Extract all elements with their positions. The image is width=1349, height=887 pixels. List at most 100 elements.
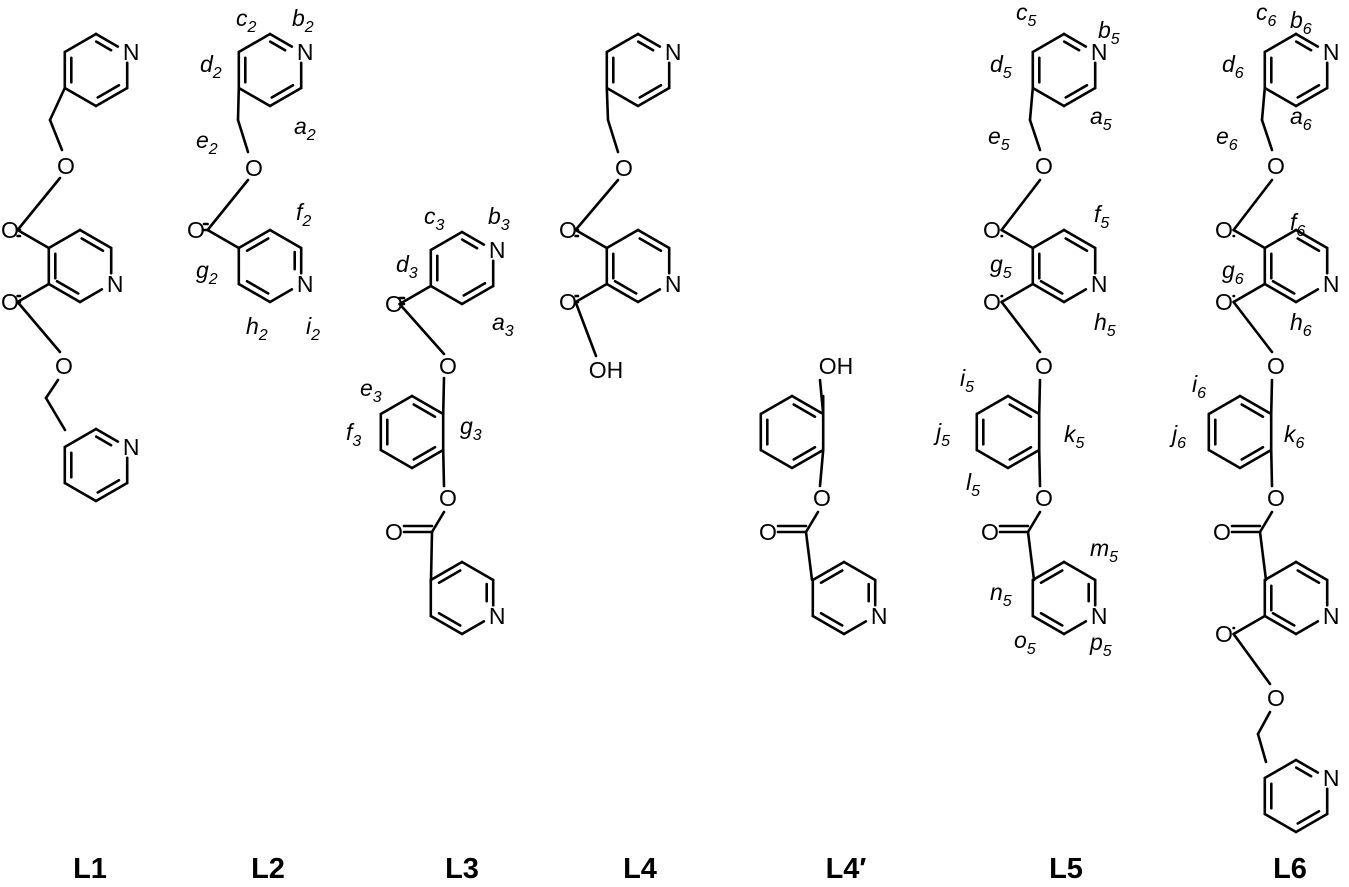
bond bbox=[1000, 282, 1035, 304]
bond bbox=[1031, 86, 1066, 108]
bond bbox=[379, 394, 414, 416]
nitrogen-atom: N bbox=[297, 271, 314, 297]
bond bbox=[1039, 611, 1064, 627]
nitrogen-atom: N bbox=[489, 237, 506, 263]
bond bbox=[1031, 560, 1066, 582]
bond bbox=[1256, 710, 1272, 736]
position-label: i6 bbox=[1192, 371, 1206, 402]
position-label: f2 bbox=[296, 199, 311, 230]
bond bbox=[460, 230, 486, 246]
position-label: k5 bbox=[1064, 421, 1085, 452]
compound-caption: L4 bbox=[623, 853, 657, 882]
oxygen-atom: O bbox=[1267, 353, 1285, 379]
bond bbox=[268, 32, 294, 48]
bond bbox=[1296, 237, 1321, 253]
bond bbox=[1232, 178, 1274, 232]
bond bbox=[1260, 118, 1274, 152]
position-label: h5 bbox=[1094, 309, 1116, 340]
bond bbox=[1006, 448, 1041, 470]
bond bbox=[237, 32, 272, 54]
bond bbox=[398, 302, 446, 356]
oxygen-atom: O bbox=[983, 217, 1001, 243]
bond bbox=[1238, 394, 1273, 416]
position-label: g2 bbox=[196, 257, 218, 288]
position-label: m5 bbox=[1090, 535, 1118, 566]
bond bbox=[1269, 448, 1274, 488]
bond bbox=[1031, 282, 1066, 304]
position-label: k6 bbox=[1284, 421, 1305, 452]
bond bbox=[605, 282, 640, 304]
oxygen-atom: O bbox=[55, 353, 73, 379]
position-label: g3 bbox=[460, 413, 482, 444]
bond bbox=[460, 238, 479, 250]
bond bbox=[1031, 614, 1066, 636]
bond bbox=[94, 481, 129, 503]
oxygen-atom: O bbox=[759, 519, 777, 545]
position-label: e3 bbox=[360, 375, 382, 406]
nitrogen-atom: N bbox=[1091, 39, 1108, 65]
bond bbox=[842, 560, 877, 582]
bond bbox=[818, 378, 825, 416]
nitrogen-atom: N bbox=[1323, 271, 1340, 297]
bond bbox=[1037, 378, 1042, 416]
bond bbox=[237, 86, 272, 108]
position-label: o5 bbox=[1014, 627, 1036, 658]
bond bbox=[1031, 32, 1066, 54]
bond bbox=[1271, 279, 1296, 295]
bond bbox=[790, 394, 825, 416]
bond bbox=[1000, 178, 1042, 232]
position-label: d3 bbox=[396, 251, 418, 282]
bond bbox=[1240, 403, 1265, 419]
oxygen-atom: O bbox=[615, 155, 633, 181]
bond bbox=[55, 279, 80, 295]
bond bbox=[638, 83, 663, 99]
nitrogen-atom: N bbox=[123, 434, 140, 460]
bond bbox=[1006, 394, 1041, 416]
oxygen-atom: O bbox=[1215, 621, 1233, 647]
position-label: d5 bbox=[990, 51, 1012, 82]
bond bbox=[605, 86, 640, 108]
bond bbox=[237, 228, 272, 250]
bond bbox=[1263, 560, 1298, 582]
bond bbox=[1062, 40, 1081, 52]
bond bbox=[437, 611, 462, 627]
bond bbox=[94, 86, 129, 108]
bond bbox=[460, 620, 486, 636]
bond bbox=[429, 284, 464, 306]
bond bbox=[1207, 394, 1242, 416]
position-label: d2 bbox=[200, 51, 222, 82]
bond bbox=[268, 228, 303, 250]
bond bbox=[759, 394, 794, 416]
bond bbox=[1026, 530, 1036, 582]
bond bbox=[410, 448, 445, 470]
bond bbox=[636, 32, 662, 48]
bond bbox=[44, 396, 67, 432]
bond bbox=[441, 448, 446, 488]
bond bbox=[48, 86, 67, 122]
bond bbox=[1263, 228, 1298, 250]
bond bbox=[842, 620, 868, 636]
nitrogen-atom: N bbox=[871, 603, 888, 629]
bond bbox=[63, 427, 98, 449]
oxygen-atom: OH bbox=[819, 353, 854, 379]
position-label: b3 bbox=[488, 203, 510, 234]
position-label: a5 bbox=[1090, 103, 1112, 134]
bond bbox=[574, 282, 609, 304]
bond bbox=[441, 376, 446, 416]
bond bbox=[1294, 40, 1313, 52]
bond bbox=[398, 284, 433, 306]
bond bbox=[1232, 614, 1267, 636]
bond bbox=[1064, 83, 1089, 99]
bond bbox=[1296, 83, 1321, 99]
position-label: h2 bbox=[246, 313, 268, 344]
bond bbox=[1263, 282, 1298, 304]
bond bbox=[1232, 228, 1267, 250]
oxygen-atom: O bbox=[1035, 353, 1053, 379]
oxygen-atom: O bbox=[813, 485, 831, 511]
nitrogen-atom: N bbox=[665, 271, 682, 297]
bond bbox=[1294, 288, 1320, 304]
